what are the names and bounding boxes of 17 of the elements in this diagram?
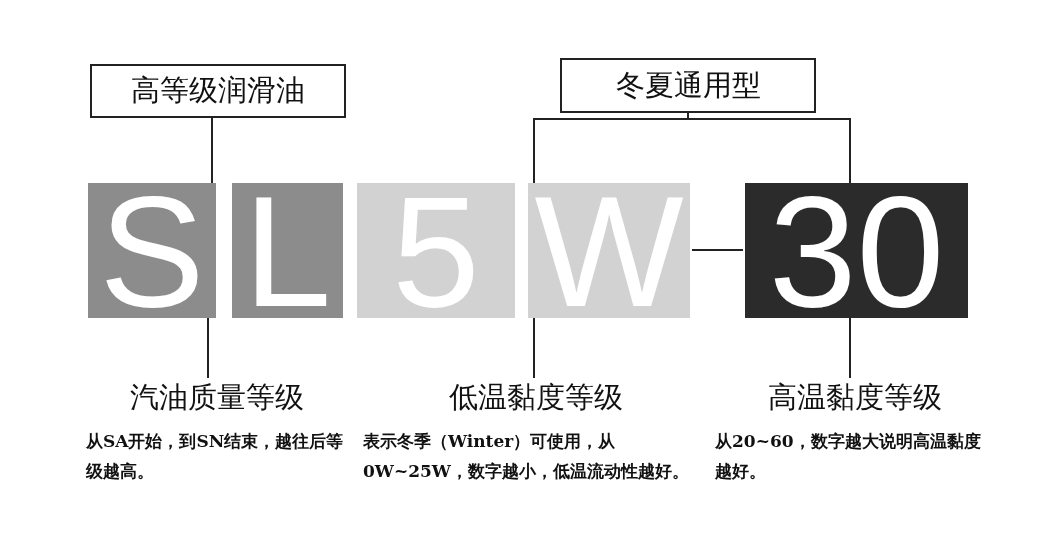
- connector-line: [687, 112, 851, 184]
- category-label-box: 冬夏通用型: [560, 58, 816, 113]
- connector-line: [533, 317, 535, 379]
- connector-line: [849, 317, 851, 379]
- category-title: 高温黏度等级: [767, 379, 943, 416]
- description-text: 从SA开始，到SN结束，越往后等级越高。: [86, 430, 345, 483]
- category-title: 汽油质量等级: [129, 379, 305, 416]
- code-letter-tile: S: [88, 183, 216, 318]
- category-label-box: 高等级润滑油: [90, 64, 346, 118]
- connector-line: [211, 117, 213, 184]
- description-text: 从20~60，数字越大说明高温黏度越好。: [715, 430, 982, 483]
- description-text: 表示冬季（Winter）可使用，从0W~25W，数字越小，低温流动性越好。: [363, 430, 690, 483]
- category-title: 低温黏度等级: [447, 379, 624, 416]
- connector-line: [207, 317, 209, 379]
- code-letter-tile: L: [232, 183, 343, 318]
- connector-line: [691, 249, 744, 251]
- code-letter-tile: 30: [745, 183, 968, 318]
